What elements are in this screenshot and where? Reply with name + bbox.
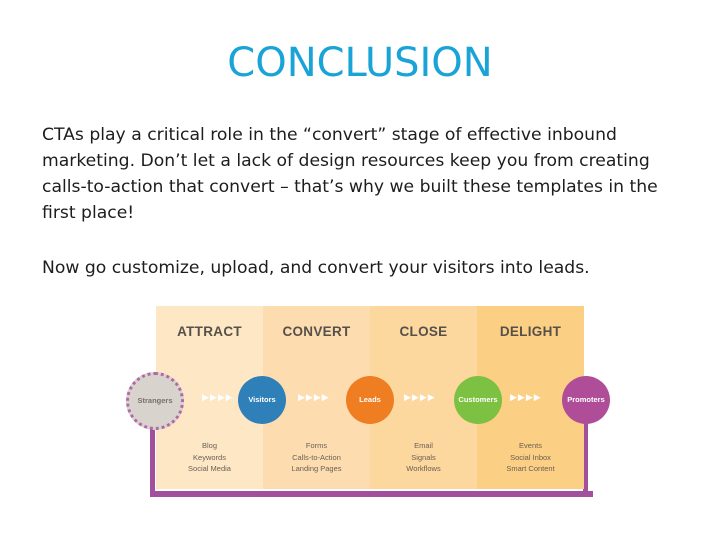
stage-item: Social Media [188,464,231,473]
stage-item: Calls-to-Action [292,452,341,462]
stage-items: Events Social Inbox Smart Content [477,440,584,475]
stage-heading: CLOSE [399,324,448,339]
stage-heading: ATTRACT [177,324,242,339]
node-leads: Leads [346,376,394,424]
node-strangers: Strangers [126,372,184,430]
node-visitors: Visitors [238,376,286,424]
node-customers: Customers [454,376,502,424]
stage-item: Forms [305,441,328,450]
node-promoters: Promoters [562,376,610,424]
stage-item: Social Inbox [510,452,551,462]
paragraph-call-to-action: Now go customize, upload, and convert yo… [42,258,590,278]
stage-item: Landing Pages [291,464,342,473]
stage-item: Email [414,441,433,450]
stage-items: Blog Keywords Social Media [156,440,263,475]
inbound-methodology-diagram: ATTRACT Blog Keywords Social Media CONVE… [120,304,610,497]
flow-arrows: ▶▶▶▶ [510,393,542,403]
flow-arrows: ▶▶▶▶ [404,393,436,403]
stage-item: Smart Content [506,464,555,473]
stage-item: Keywords [193,452,226,462]
stage-heading: DELIGHT [499,324,562,339]
stage-items: Forms Calls-to-Action Landing Pages [263,440,370,475]
stage-item: Signals [411,452,436,462]
stage-item: Blog [201,441,217,450]
flow-arrows: ▶▶▶▶ [298,393,330,403]
stage-heading: CONVERT [282,324,351,339]
stage-items: Email Signals Workflows [370,440,477,475]
paragraph-intro: CTAs play a critical role in the “conver… [42,125,658,223]
stage-item: Workflows [406,464,441,473]
flow-arrows: ▶▶▶▶ [202,393,234,403]
diagram-frame-line [150,399,593,497]
stage-item: Events [519,441,542,450]
diagram-frame-right [583,422,588,497]
slide-title: CONCLUSION [227,40,493,86]
